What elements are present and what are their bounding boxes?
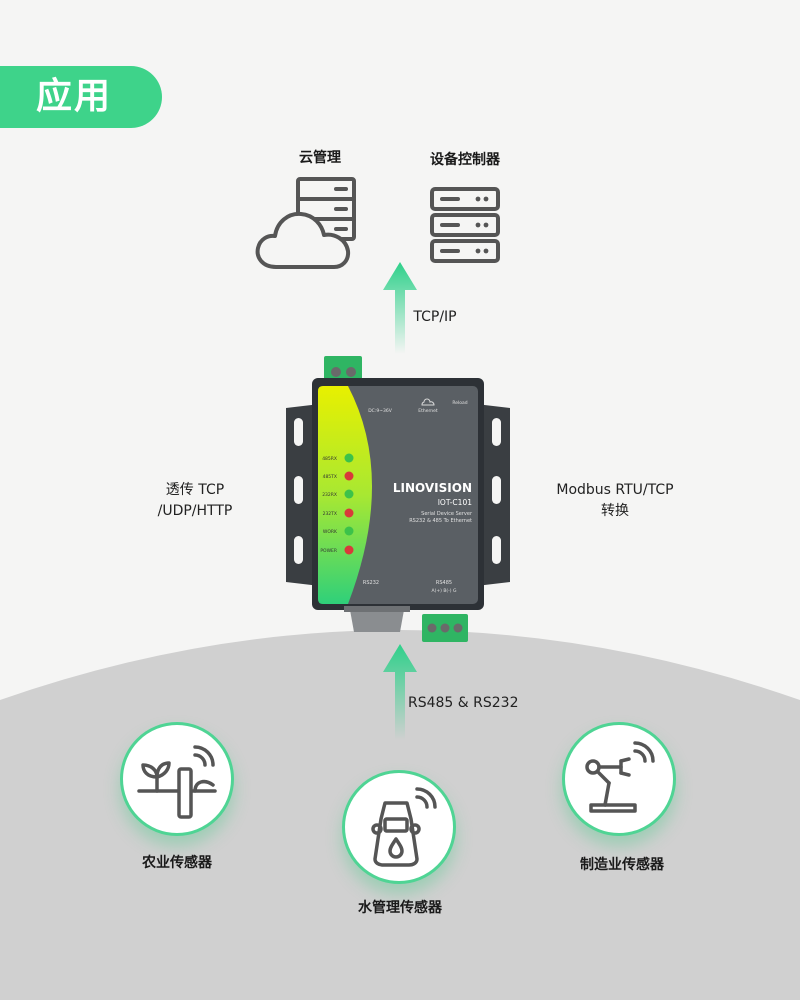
mfg-sensor-circle (562, 722, 676, 836)
protocol-left-label-line1: 透传 TCP (165, 482, 225, 498)
device-brand: LINOVISION (393, 481, 472, 495)
section-badge: 应用 (0, 66, 162, 128)
device-rs485-label: RS485 (436, 580, 452, 586)
server-rack-icon (430, 187, 500, 263)
water-sensor-label: 水管理传感器 (358, 900, 442, 916)
device-rs485-pins: A(+) B(-) G (432, 588, 457, 594)
protocol-right-label-line1: Modbus RTU/TCP (556, 482, 674, 498)
serial-device-server: LINOVISION IOT-C101 Serial Device Server… (286, 356, 510, 642)
protocol-right-label-line2: 转换 (601, 503, 629, 519)
device-reload-label: Reload (452, 400, 467, 406)
led-label: 232TX (323, 511, 337, 517)
agriculture-sensor-icon (137, 745, 217, 819)
device-rs232-label: RS232 (363, 580, 379, 586)
arrow-up-tcpip-icon (383, 262, 417, 354)
device-desc-line1: Serial Device Server (421, 511, 473, 517)
protocol-left-label-line2: /UDP/HTTP (157, 503, 233, 519)
water-sensor-circle (342, 770, 456, 884)
led-label: 485RX (322, 456, 337, 462)
agri-sensor-label: 农业传感器 (142, 855, 212, 871)
led-label: 485TX (323, 474, 337, 480)
protocol-tcpip-label: TCP/IP (413, 309, 457, 325)
protocol-serial-label: RS485 & RS232 (408, 695, 519, 711)
mfg-sensor-label: 制造业传感器 (580, 857, 664, 873)
led-label: 232RX (322, 492, 337, 498)
water-sensor-icon (371, 787, 437, 867)
device-ethernet-label: Ethernet (418, 408, 438, 414)
arrow-up-serial-icon (383, 644, 417, 740)
cloud-server-icon (255, 177, 356, 269)
cloud-label: 云管理 (299, 150, 341, 166)
device-desc-line2: RS232 & 485 To Ethernet (409, 518, 472, 524)
device-model: IOT-C101 (438, 498, 472, 507)
agri-sensor-circle (120, 722, 234, 836)
robot-arm-icon (585, 741, 655, 813)
controller-label: 设备控制器 (430, 152, 500, 168)
device-power-label: DC:9~36V (368, 408, 392, 414)
led-label: WORK (323, 529, 338, 535)
led-label: POWER (320, 548, 337, 554)
